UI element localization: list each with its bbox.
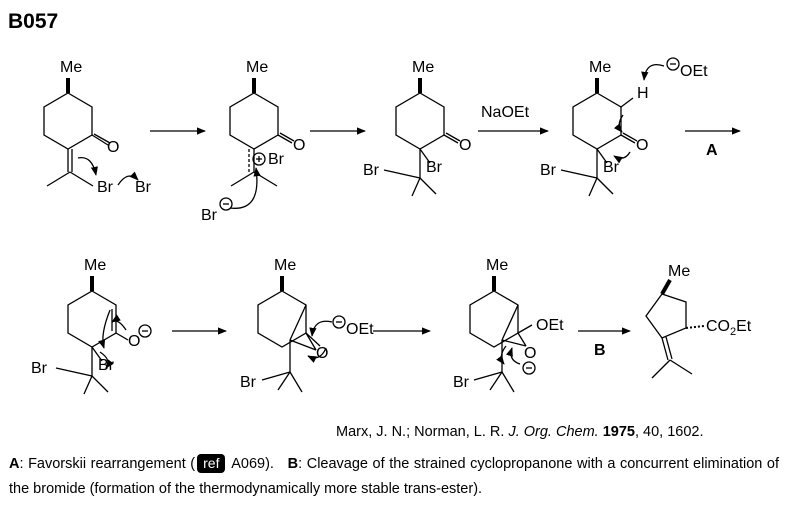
- br-label: Br: [240, 374, 257, 391]
- reaction-scheme: Me O Br Br Me O Br Br Me: [31, 57, 752, 395]
- me-label: Me: [486, 257, 508, 274]
- oet-label: OEt: [346, 321, 374, 338]
- o-label: O: [459, 137, 471, 154]
- ester-label: CO2Et: [706, 318, 752, 338]
- co-text: CO: [706, 318, 730, 335]
- o-label: O: [128, 333, 140, 350]
- caption-a-ref: A069).: [227, 456, 274, 472]
- h-label: H: [637, 85, 649, 102]
- scheme-title: B057: [8, 10, 59, 33]
- ref-authors: Marx, J. N.; Norman, L. R.: [336, 424, 505, 440]
- me-label: Me: [60, 59, 82, 76]
- br-label: Br: [135, 179, 152, 196]
- me-label: Me: [246, 59, 268, 76]
- structure-5: Me O Br Br: [31, 257, 152, 395]
- me-label: Me: [274, 257, 296, 274]
- structure-2: Me O Br Br: [201, 59, 305, 224]
- et-text: Et: [736, 318, 752, 335]
- br-label: Br: [268, 151, 285, 168]
- ref-button[interactable]: ref: [197, 454, 226, 473]
- me-label: Me: [412, 59, 434, 76]
- product-structure: Me CO2Et: [645, 263, 752, 379]
- ref-year: 1975: [602, 424, 635, 440]
- structure-3: Me O Br Br: [363, 59, 471, 197]
- structure-7: Me O Br OEt: [453, 257, 564, 393]
- br-label: Br: [453, 374, 470, 391]
- caption: A: Favorskii rearrangement (ref A069). B…: [9, 452, 779, 502]
- o-label: O: [636, 137, 648, 154]
- br-label: Br: [201, 207, 218, 224]
- structure-6: Me O Br OEt: [240, 257, 374, 393]
- br-label: Br: [31, 360, 48, 377]
- br-label: Br: [98, 357, 115, 374]
- ref-volume-pages: , 40, 1602.: [634, 424, 704, 440]
- o-label: O: [107, 139, 119, 156]
- caption-a-text: : Favorskii rearrangement (: [19, 456, 196, 472]
- oet-label: OEt: [536, 317, 564, 334]
- me-label: Me: [668, 263, 690, 280]
- step-b-label: B: [594, 342, 606, 359]
- caption-b-text: : Cleavage of the strained cyclopropanon…: [9, 456, 779, 497]
- me-label: Me: [589, 59, 611, 76]
- caption-a-label: A: [9, 456, 20, 472]
- ref-journal: J. Org. Chem.: [508, 424, 599, 440]
- br-label: Br: [363, 162, 380, 179]
- step-a-label: A: [706, 142, 718, 159]
- structure-4: Me O Br Br H OEt: [540, 57, 708, 197]
- structure-1: Me O Br Br: [43, 59, 152, 196]
- subscript-2: 2: [730, 326, 736, 338]
- o-label: O: [293, 137, 305, 154]
- br-label: Br: [540, 162, 557, 179]
- br-label: Br: [97, 179, 114, 196]
- br-label: Br: [603, 159, 620, 176]
- caption-b-label: B: [287, 456, 299, 472]
- br-label: Br: [426, 159, 443, 176]
- literature-reference: Marx, J. N.; Norman, L. R. J. Org. Chem.…: [336, 424, 704, 440]
- oet-label: OEt: [680, 63, 708, 80]
- me-label: Me: [84, 257, 106, 274]
- o-label: O: [316, 345, 328, 362]
- o-label: O: [524, 345, 536, 362]
- reagent-naoet: NaOEt: [481, 104, 530, 121]
